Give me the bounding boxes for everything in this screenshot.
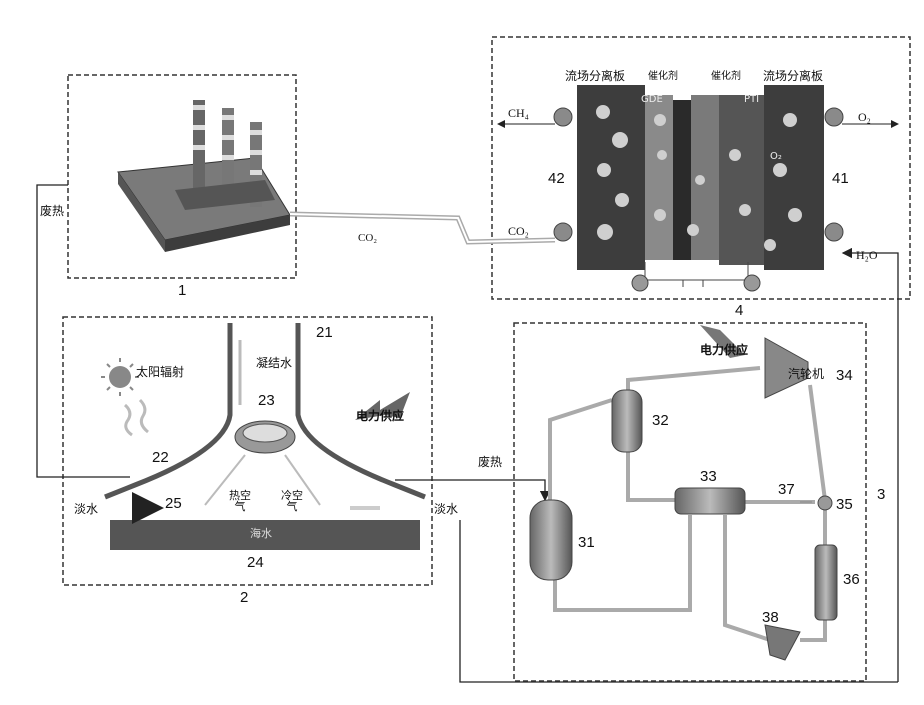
solar-chimney-module — [63, 317, 432, 585]
label-35: 35 — [836, 497, 853, 512]
waste-heat-label-mid: 废热 — [478, 456, 502, 468]
label-36: 36 — [843, 572, 860, 587]
label-42: 42 — [548, 171, 565, 186]
hot-air-label: 热空气 — [228, 490, 252, 512]
factory-module — [68, 75, 296, 278]
catalyst-left-label: 催化剂 — [648, 72, 678, 82]
label-21: 21 — [316, 325, 333, 340]
power-supply-label-right: 电力供应 — [700, 344, 748, 356]
cold-air-label: 冷空气 — [280, 490, 304, 512]
label-1: 1 — [178, 283, 186, 298]
waste-heat-label-left: 废热 — [40, 205, 64, 217]
condensed-water-label: 凝结水 — [256, 357, 292, 369]
label-24: 24 — [247, 555, 264, 570]
catalyst-right-label: 催化剂 — [711, 72, 741, 82]
pti-label: PTI — [744, 95, 759, 105]
fresh-water-label-left: 淡水 — [74, 503, 98, 515]
label-37: 37 — [778, 482, 795, 497]
seawater-label: 海水 — [250, 528, 272, 539]
o2-inner-label: O₂ — [770, 152, 782, 162]
waste-heat-line — [395, 480, 545, 500]
flow-plate-right-label: 流场分离板 — [763, 70, 823, 82]
h2o-in-label: H₂O — [856, 249, 878, 261]
label-34: 34 — [836, 368, 853, 383]
label-31: 31 — [578, 535, 595, 550]
label-2: 2 — [240, 590, 248, 605]
co2-pipe-label: CO₂ — [358, 233, 377, 244]
waste-heat-loop-left — [37, 185, 130, 477]
turbine-label: 汽轮机 — [788, 368, 824, 380]
electrolyzer-module — [492, 37, 910, 299]
ch4-label: CH₄ — [508, 107, 529, 119]
label-23: 23 — [258, 393, 275, 408]
co2-in-label: CO₂ — [508, 225, 529, 237]
label-41: 41 — [832, 171, 849, 186]
gde-label: GDE — [641, 95, 663, 105]
label-3: 3 — [877, 487, 885, 502]
o2-out-label: O₂ — [858, 111, 871, 123]
solar-radiation-label: 太阳辐射 — [136, 366, 184, 378]
flow-plate-left-label: 流场分离板 — [565, 70, 625, 82]
label-33: 33 — [700, 469, 717, 484]
label-4: 4 — [735, 303, 743, 318]
label-32: 32 — [652, 413, 669, 428]
fresh-water-label-right: 淡水 — [434, 503, 458, 515]
sun-icon — [101, 358, 139, 396]
power-supply-label-left: 电力供应 — [356, 410, 404, 422]
h2o-line — [843, 253, 898, 682]
label-25: 25 — [165, 496, 182, 511]
label-38: 38 — [762, 610, 779, 625]
label-22: 22 — [152, 450, 169, 465]
